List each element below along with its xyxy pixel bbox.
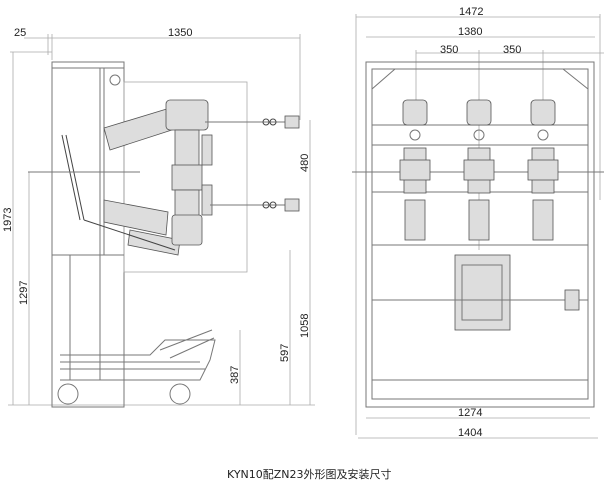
dim-350-left: 350 — [440, 44, 458, 56]
lower-insulator — [103, 199, 203, 256]
dim-387: 387 — [229, 366, 241, 384]
drawing-caption: KYN10配ZN23外形图及安装尺寸 — [227, 467, 392, 481]
trolley — [57, 329, 216, 405]
front-view: 1472 1380 350 350 1274 1404 — [352, 6, 604, 439]
dim-1973: 1973 — [2, 208, 14, 232]
dim-1274: 1274 — [458, 407, 482, 419]
dim-1297: 1297 — [18, 281, 30, 305]
phase-c — [527, 99, 559, 241]
side-view: 25 1350 1973 1297 480 1058 597 387 — [2, 27, 315, 408]
dim-1058: 1058 — [299, 314, 311, 338]
dim-25: 25 — [14, 27, 26, 39]
phase-b — [463, 99, 495, 241]
dim-1404: 1404 — [458, 427, 482, 439]
operating-mechanism — [372, 254, 588, 331]
dim-1472: 1472 — [459, 6, 483, 18]
dim-350-right: 350 — [503, 44, 521, 56]
dim-597: 597 — [279, 344, 291, 362]
dim-480: 480 — [299, 154, 311, 172]
dim-1380: 1380 — [458, 26, 482, 38]
upper-insulator — [103, 99, 213, 221]
phase-a — [399, 99, 431, 241]
dim-1350: 1350 — [168, 27, 192, 39]
